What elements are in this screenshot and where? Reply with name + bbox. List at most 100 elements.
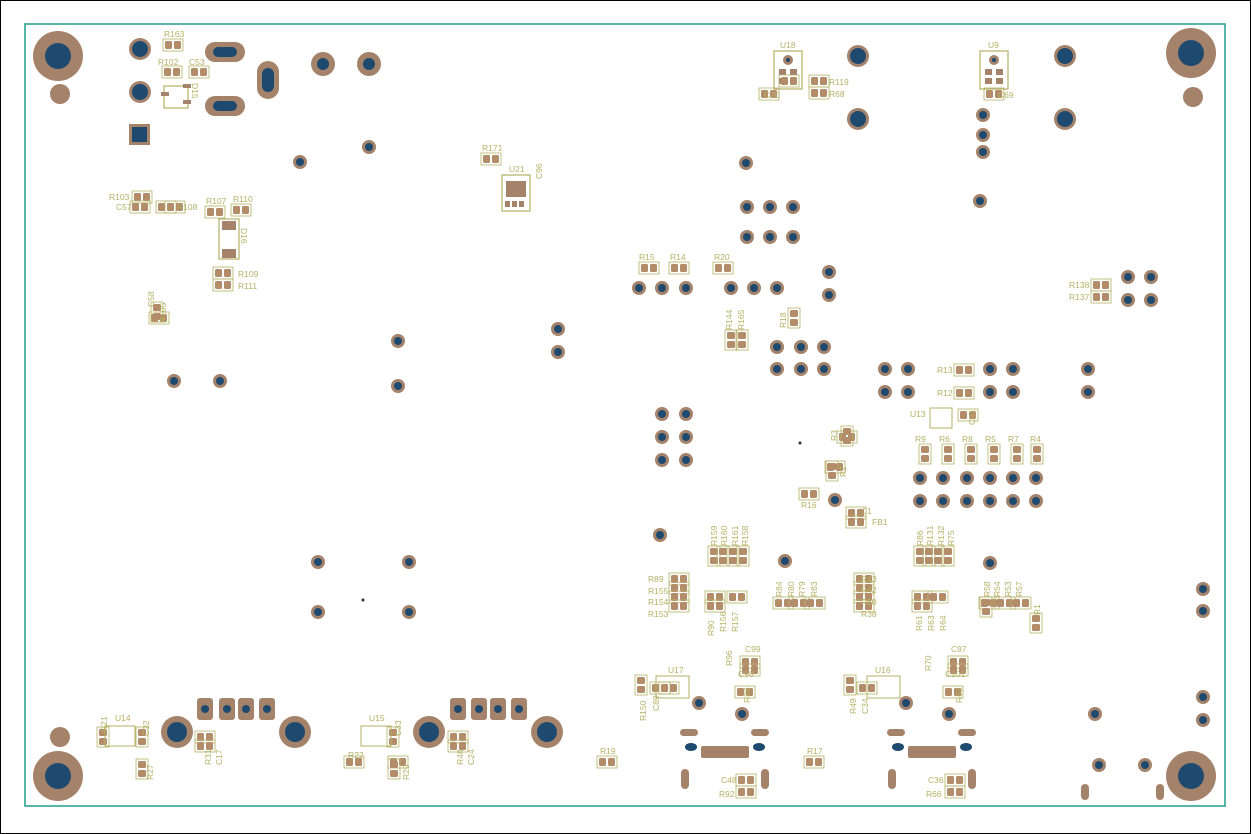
refdes-r150: R150 (638, 700, 648, 721)
smd-pad (934, 557, 942, 564)
mounting-holes (33, 28, 1216, 801)
smd-pad (143, 193, 150, 201)
smd-pad (707, 602, 714, 610)
smd-pad (608, 758, 615, 766)
refdes-u14: U14 (115, 713, 131, 723)
refdes-r58: R58 (982, 581, 992, 597)
smd-pad (671, 602, 678, 610)
refdes-d16: D16 (239, 228, 249, 244)
smd-pad (680, 584, 687, 592)
smd-pad (197, 733, 204, 741)
refdes-r5: R5 (985, 434, 996, 444)
refdes-r107: R107 (206, 196, 227, 206)
refdes-r155: R155 (648, 586, 669, 596)
fiducial (1183, 87, 1203, 107)
refdes-r6: R6 (939, 434, 950, 444)
refdes-c33: C33 (393, 720, 403, 736)
smd-pad (947, 788, 954, 796)
smd-pad (944, 446, 952, 453)
refdes-r86: R86 (915, 530, 925, 546)
smd-pad (751, 666, 758, 674)
smd-pad (729, 593, 736, 601)
smd-pad (995, 90, 1002, 98)
smd-pad (944, 557, 952, 564)
refdes-r108: R108 (177, 202, 198, 212)
smd-pad (965, 366, 972, 374)
refdes-r84: R84 (774, 581, 784, 597)
smd-pad (716, 602, 723, 610)
refdes-c101: C101 (945, 669, 966, 679)
smd-pad (916, 548, 924, 555)
refdes-r119: R119 (829, 77, 849, 87)
smd-pad (164, 68, 171, 76)
refdes-r62: R62 (954, 687, 964, 703)
smd-pad (206, 733, 213, 741)
refdes-r18: R18 (778, 312, 788, 328)
refdes-r92: R92 (719, 789, 735, 799)
smd-pad (680, 593, 687, 601)
smd-pad (599, 758, 606, 766)
smd-pad (923, 602, 930, 610)
refdes-r80: R80 (786, 581, 796, 597)
refdes-r110: R110 (233, 194, 253, 204)
smd-pad (716, 593, 723, 601)
refdes-r29: R29 (401, 764, 411, 780)
smd-pad (1032, 624, 1040, 631)
smd-pad (828, 463, 836, 470)
smd-pad (965, 389, 972, 397)
smd-pad (751, 658, 758, 666)
smd-pad (914, 602, 921, 610)
refdes-r64: R64 (938, 615, 948, 631)
board-outline (24, 23, 1226, 807)
smd-pad (950, 666, 957, 674)
smd-pad (865, 593, 872, 601)
smd-pad (820, 89, 827, 97)
smd-pad (1093, 293, 1100, 301)
smd-pad (1032, 615, 1040, 622)
smd-pad (138, 738, 146, 745)
smd-pad (843, 437, 851, 444)
refdes-r17: R17 (807, 746, 823, 756)
smd-pad (727, 341, 735, 348)
smd-pad (790, 77, 797, 85)
smd-pad (715, 264, 722, 272)
refdes-r131: R131 (925, 525, 935, 546)
refdes-r22: R22 (348, 750, 364, 760)
smd-pad (791, 599, 798, 607)
bottom-connectors (161, 698, 563, 748)
refdes-r160: R160 (719, 525, 729, 546)
refdes-r21: R21 (99, 716, 109, 732)
smd-pad (459, 733, 466, 741)
smd-pad (1033, 446, 1041, 453)
refdes-c17: C17 (214, 749, 224, 765)
smd-pad (1022, 599, 1029, 607)
smd-pad (859, 684, 866, 692)
refdes-r102: R102 (158, 57, 179, 67)
smd-pad (671, 584, 678, 592)
refdes-c34: C34 (860, 698, 870, 714)
smd-pad (856, 575, 863, 583)
smd-pad (944, 455, 952, 462)
smd-pad (200, 68, 207, 76)
refdes-r70: R70 (923, 655, 933, 671)
smd-pad (921, 446, 929, 453)
refdes-r19: R19 (600, 746, 616, 756)
smd-pad (138, 761, 146, 768)
refdes-c99: C99 (745, 644, 761, 654)
smd-pad (1013, 599, 1020, 607)
smd-pad (816, 599, 823, 607)
refdes-c58: C58 (146, 291, 156, 307)
smd-pad (1093, 281, 1100, 289)
refdes-r53: R53 (1003, 581, 1013, 597)
smd-pad (1102, 293, 1109, 301)
refdes-r75: R75 (946, 530, 956, 546)
smd-pad (848, 509, 855, 517)
smd-pad (176, 203, 183, 211)
marker-dot (361, 598, 365, 602)
smd-pad (719, 548, 727, 555)
smd-pad (761, 90, 768, 98)
smd-pad (99, 738, 107, 745)
refdes-r103: R103 (109, 192, 130, 202)
refdes-c69: C69 (998, 90, 1014, 100)
smd-pad (856, 602, 863, 610)
